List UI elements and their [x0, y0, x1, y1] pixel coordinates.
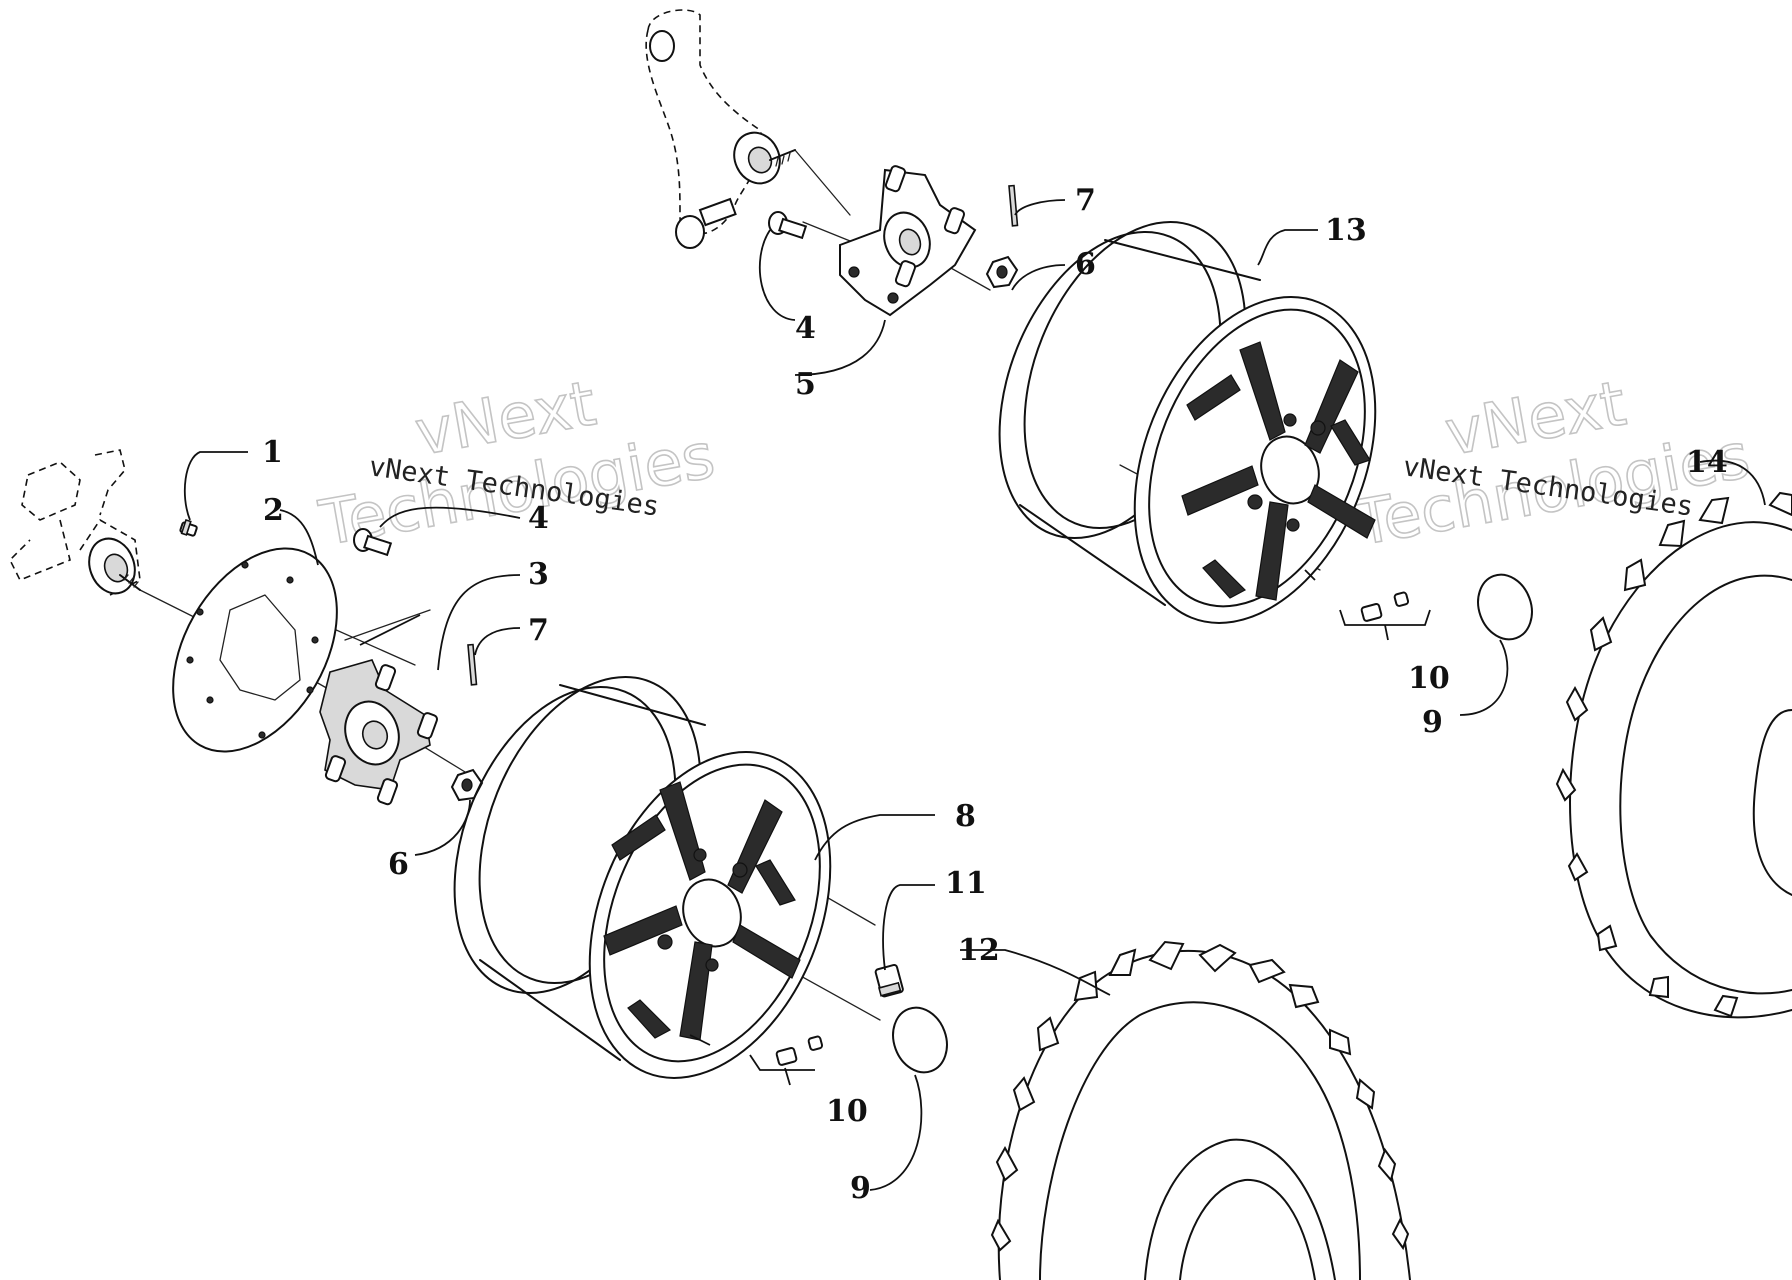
callout-5: 5 [795, 367, 816, 402]
callout-2: 2 [263, 493, 284, 528]
callout-labels: 1 2 3 4 4 5 6 6 7 7 8 9 9 10 10 11 12 13… [262, 183, 1728, 1206]
callout-13: 13 [1325, 213, 1367, 248]
callout-10-left: 10 [826, 1094, 868, 1129]
callout-10-right: 10 [1408, 661, 1450, 696]
callout-6-left: 6 [388, 847, 409, 882]
right-wheel-rim [998, 220, 1377, 624]
callout-9-left: 9 [850, 1171, 871, 1206]
left-wheel-hub [319, 659, 439, 806]
right-tire [1555, 491, 1792, 1019]
upper-wheel-hub [839, 165, 977, 317]
left-wheel-rim [453, 675, 832, 1079]
callout-14: 14 [1686, 445, 1728, 480]
brake-disc [172, 547, 338, 753]
fasteners [179, 184, 1410, 1066]
callout-1: 1 [262, 435, 283, 470]
callout-11: 11 [945, 866, 987, 901]
upper-steering-knuckle [645, 9, 796, 249]
callout-3: 3 [528, 557, 549, 592]
callout-4-upper: 4 [795, 311, 816, 346]
watermark-left: vNext Technologies vNext Technologies [313, 366, 720, 561]
left-tire-treads [990, 940, 1410, 1252]
callout-12: 12 [958, 933, 1000, 968]
leader-lines [183, 199, 1766, 1191]
center-caps [892, 573, 1533, 1074]
callout-7-left: 7 [528, 613, 549, 648]
left-tire [990, 940, 1411, 1280]
left-steering-knuckle [9, 449, 141, 596]
callout-7-upper: 7 [1075, 183, 1096, 218]
callout-4-left: 4 [528, 501, 549, 536]
callout-8: 8 [955, 799, 976, 834]
callout-9-right: 9 [1422, 705, 1443, 740]
callout-6-upper: 6 [1075, 247, 1096, 282]
right-tire-treads [1555, 491, 1792, 1018]
